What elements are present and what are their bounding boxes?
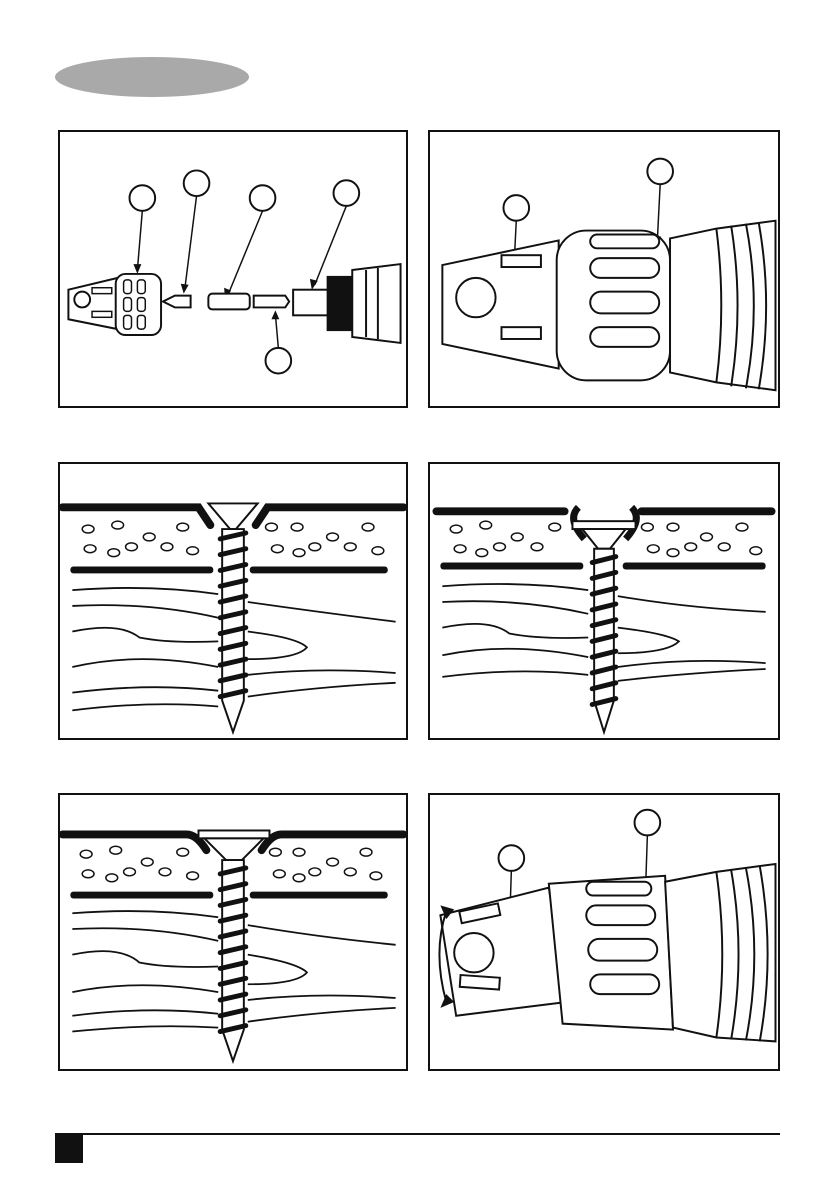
screw-depth-illustration [430, 464, 778, 738]
panel-nose-collar [428, 130, 780, 408]
callout-circle [266, 348, 292, 374]
callout-circle [184, 170, 210, 196]
screw-depth-illustration [60, 795, 406, 1069]
panel-screw-proud [428, 462, 780, 740]
footer-rule [55, 1133, 780, 1135]
bit-assembly-illustration [60, 132, 406, 406]
section-pill [55, 57, 249, 97]
panel-screw-flush [58, 793, 408, 1071]
panel-screw-countersunk [58, 462, 408, 740]
nose-collar-illustration [430, 132, 778, 406]
panel-bit-assembly [58, 130, 408, 408]
panel-nose-rotate [428, 793, 780, 1071]
callout-circle [130, 185, 156, 211]
callout-circle [250, 185, 276, 211]
screw-depth-illustration [60, 464, 406, 738]
page-number-box [55, 1133, 83, 1163]
nose-rotate-illustration [430, 795, 778, 1069]
callout-circle [334, 180, 360, 206]
